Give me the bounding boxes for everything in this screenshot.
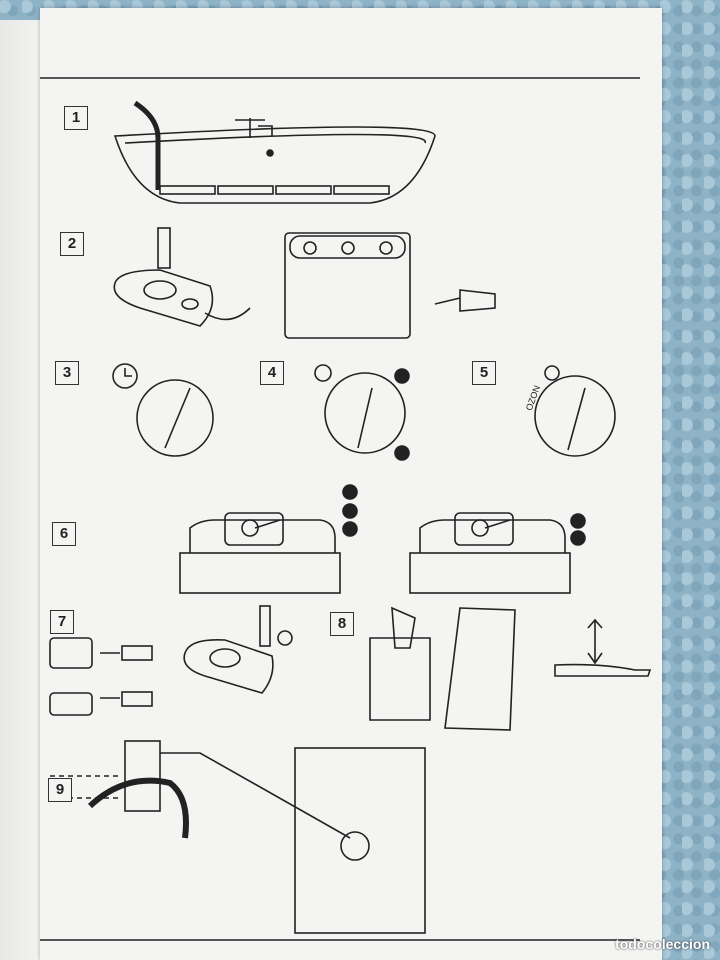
- blower-box-illustration: [284, 232, 496, 339]
- control-unit-illustration: [113, 227, 251, 327]
- air-hose: [133, 100, 161, 190]
- mat-with-controller-high: [179, 512, 341, 594]
- disconnect-illustration: [49, 605, 293, 716]
- step-number-2: 2: [60, 232, 84, 256]
- ozone-dial: [534, 365, 616, 457]
- step-number-8: 8: [330, 612, 354, 636]
- watermark: todocoleccion: [615, 936, 710, 952]
- step-number-3: 3: [55, 361, 79, 385]
- hose-connector: [434, 289, 496, 312]
- facing-page-edge: [0, 20, 43, 960]
- instruction-illustrations: [40, 77, 652, 941]
- mat-storage-illustration: [50, 740, 426, 934]
- power-dial: [314, 364, 410, 461]
- step-number-4: 4: [260, 361, 284, 385]
- step-number-1: 1: [64, 106, 88, 130]
- step-number-6: 6: [52, 522, 76, 546]
- bath-mat: [159, 185, 390, 195]
- clock-icon: [112, 363, 138, 389]
- bathtub-illustration: [113, 100, 436, 204]
- water-tap: [235, 118, 273, 138]
- step-number-9: 9: [48, 778, 72, 802]
- cleaning-illustration: [369, 606, 652, 731]
- instruction-page: 1 2 3 4 5 6 7 8 9 OZON: [40, 8, 662, 960]
- timer-dial: [112, 363, 214, 457]
- step-number-5: 5: [472, 361, 496, 385]
- step-number-7: 7: [50, 610, 74, 634]
- intensity-dots: [342, 484, 586, 546]
- mat-with-controller-low: [409, 512, 571, 594]
